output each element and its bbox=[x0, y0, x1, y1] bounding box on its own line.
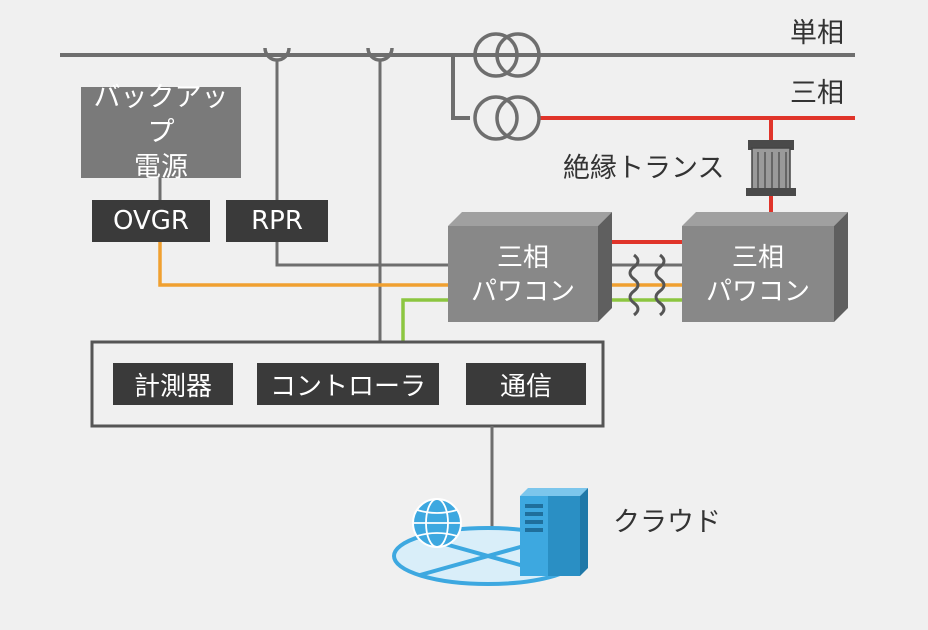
pcs-left-label-line1: 三相 bbox=[496, 243, 549, 273]
pcs-left-label-line2: パワコン bbox=[470, 276, 575, 307]
pcs-right-label-line2: パワコン bbox=[705, 276, 810, 307]
pcs-right-top-face bbox=[682, 212, 848, 226]
isolation-transformer-label: 絶縁トランス bbox=[563, 153, 725, 184]
transformer-branch-wire bbox=[451, 55, 470, 120]
pcs-left-label: 三相 パワコン bbox=[448, 242, 598, 310]
backup-power-label-line1: バックアップ bbox=[93, 81, 229, 148]
meter-box: 計測器 bbox=[113, 363, 233, 405]
ovgr-box: OVGR bbox=[92, 200, 210, 242]
controller-box: コントローラ bbox=[257, 363, 439, 405]
pcs-left-side-face bbox=[598, 212, 612, 322]
pcs-left-top-face bbox=[448, 212, 612, 226]
comm-signal-wire bbox=[401, 298, 448, 342]
cloud-label: クラウド bbox=[613, 507, 721, 538]
coil-icon bbox=[654, 253, 666, 317]
pcs-right-side-face bbox=[834, 212, 848, 322]
ovgr-signal-wire bbox=[158, 242, 448, 287]
three-phase-label: 三相 bbox=[790, 78, 844, 109]
backup-power-box: バックアップ 電源 bbox=[81, 82, 241, 183]
rpr-wire bbox=[275, 60, 448, 267]
transformer-symbol-icon bbox=[473, 95, 541, 141]
server-icon bbox=[520, 488, 588, 576]
isolation-transformer-icon bbox=[746, 140, 796, 196]
coil-icon bbox=[628, 253, 640, 317]
backup-power-label-line2: 電源 bbox=[134, 152, 188, 184]
comm-box: 通信 bbox=[466, 363, 586, 405]
pcs-left-front-face bbox=[448, 226, 598, 322]
pcs-right-front-face bbox=[682, 226, 834, 322]
globe-icon bbox=[412, 498, 462, 548]
pcs-right-label: 三相 パワコン bbox=[682, 242, 834, 310]
single-phase-label: 単相 bbox=[790, 18, 844, 49]
pcs-right-label-line1: 三相 bbox=[731, 243, 784, 273]
rpr-box: RPR bbox=[226, 200, 328, 242]
control-unit-box bbox=[90, 340, 605, 428]
transformer-symbol-icon bbox=[473, 32, 541, 78]
